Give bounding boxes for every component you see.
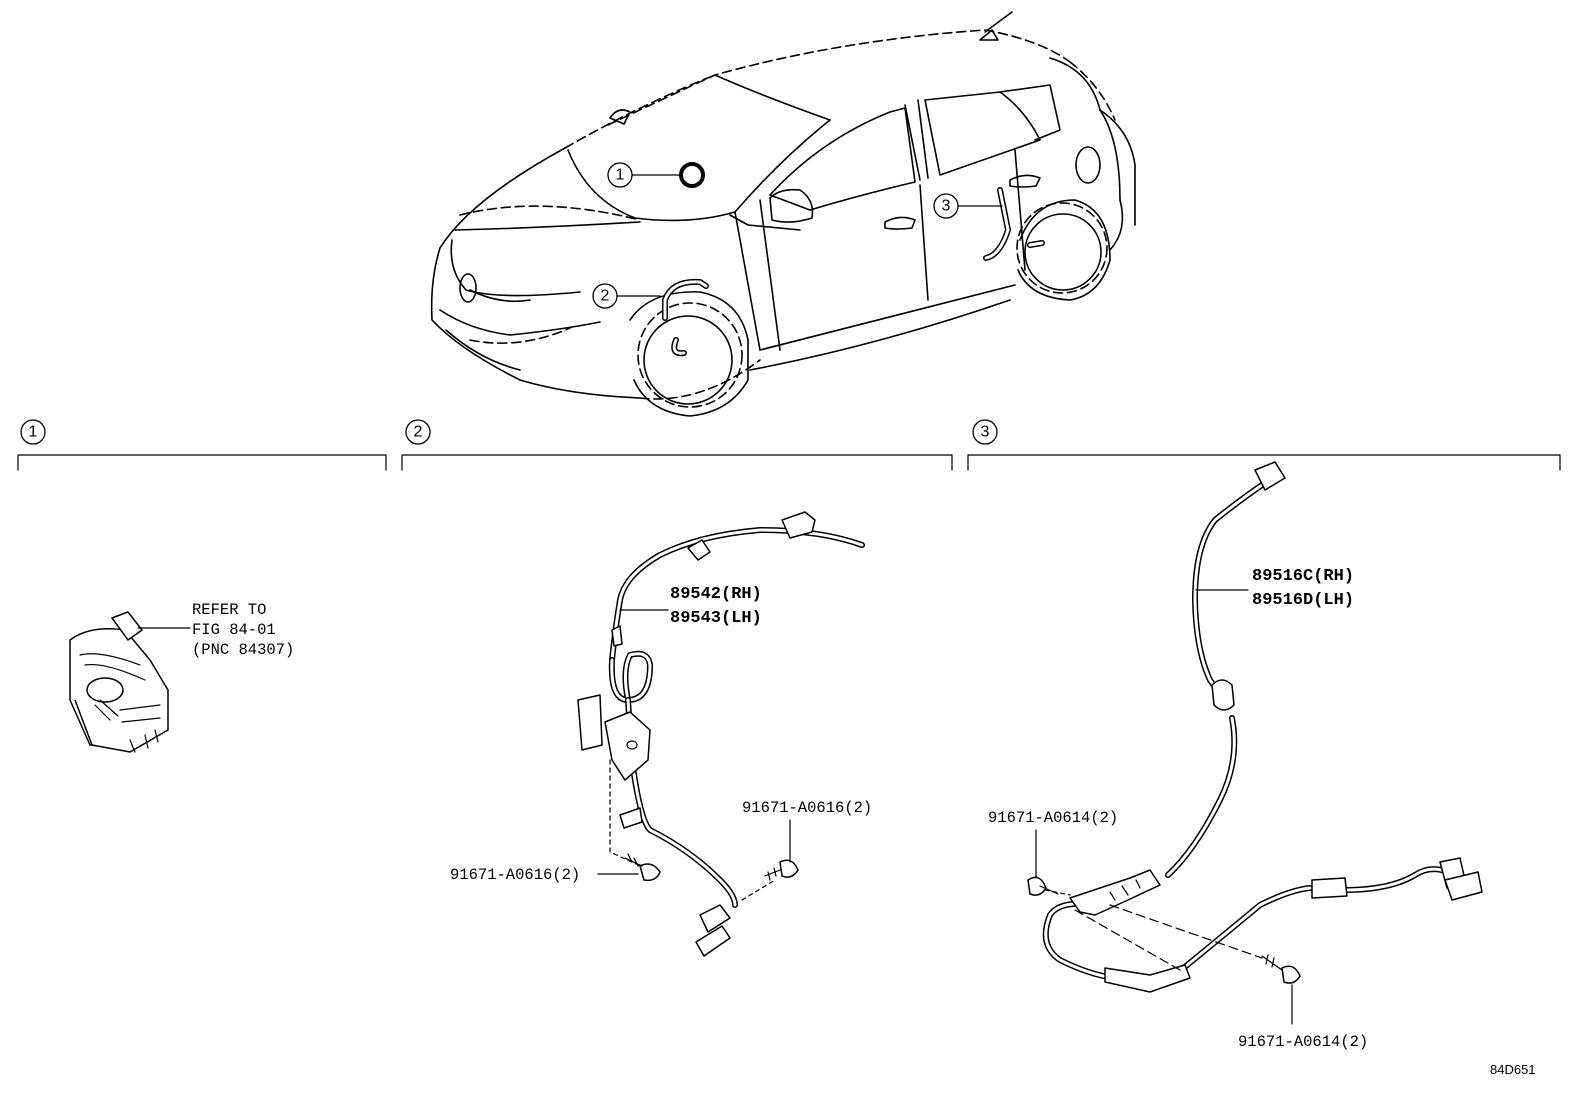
- section-3-header: 3: [967, 419, 1561, 471]
- vehicle-callout-2: 2: [592, 283, 661, 309]
- front-sensor-lh-label: 89543(LH): [670, 609, 762, 628]
- svg-text:2: 2: [414, 424, 423, 441]
- rear-speed-sensor-illustration: [1027, 461, 1483, 1025]
- refer-to-line2: FIG 84-01: [192, 621, 276, 639]
- vehicle-callout-3: 3: [933, 193, 1003, 219]
- front-speed-sensor-illustration: [577, 511, 865, 957]
- svg-text:3: 3: [981, 424, 990, 441]
- front-bolt-right-label: 91671-A0616(2): [742, 799, 872, 817]
- section-2-header: 2: [401, 419, 953, 471]
- front-sensor-rh-label: 89542(RH): [670, 585, 762, 604]
- svg-text:2: 2: [601, 288, 610, 305]
- spiral-cable-illustration: [69, 611, 191, 753]
- refer-to-line1: REFER TO: [192, 601, 266, 619]
- front-bolt-left-label: 91671-A0616(2): [450, 866, 580, 884]
- refer-to-line3: (PNC 84307): [192, 641, 294, 659]
- diagram-code: 84D651: [1490, 1062, 1536, 1077]
- svg-text:3: 3: [942, 198, 951, 215]
- section-1-header: 1: [17, 419, 387, 471]
- rear-sensor-lh-label: 89516D(LH): [1252, 591, 1354, 610]
- vehicle-illustration: [430, 11, 1136, 417]
- svg-text:1: 1: [29, 424, 38, 441]
- rear-bolt-lower-label: 91671-A0614(2): [1238, 1033, 1368, 1051]
- rear-sensor-rh-label: 89516C(RH): [1252, 567, 1354, 586]
- vehicle-callout-1: 1: [607, 162, 681, 188]
- rear-bolt-upper-label: 91671-A0614(2): [988, 809, 1118, 827]
- svg-text:1: 1: [616, 167, 625, 184]
